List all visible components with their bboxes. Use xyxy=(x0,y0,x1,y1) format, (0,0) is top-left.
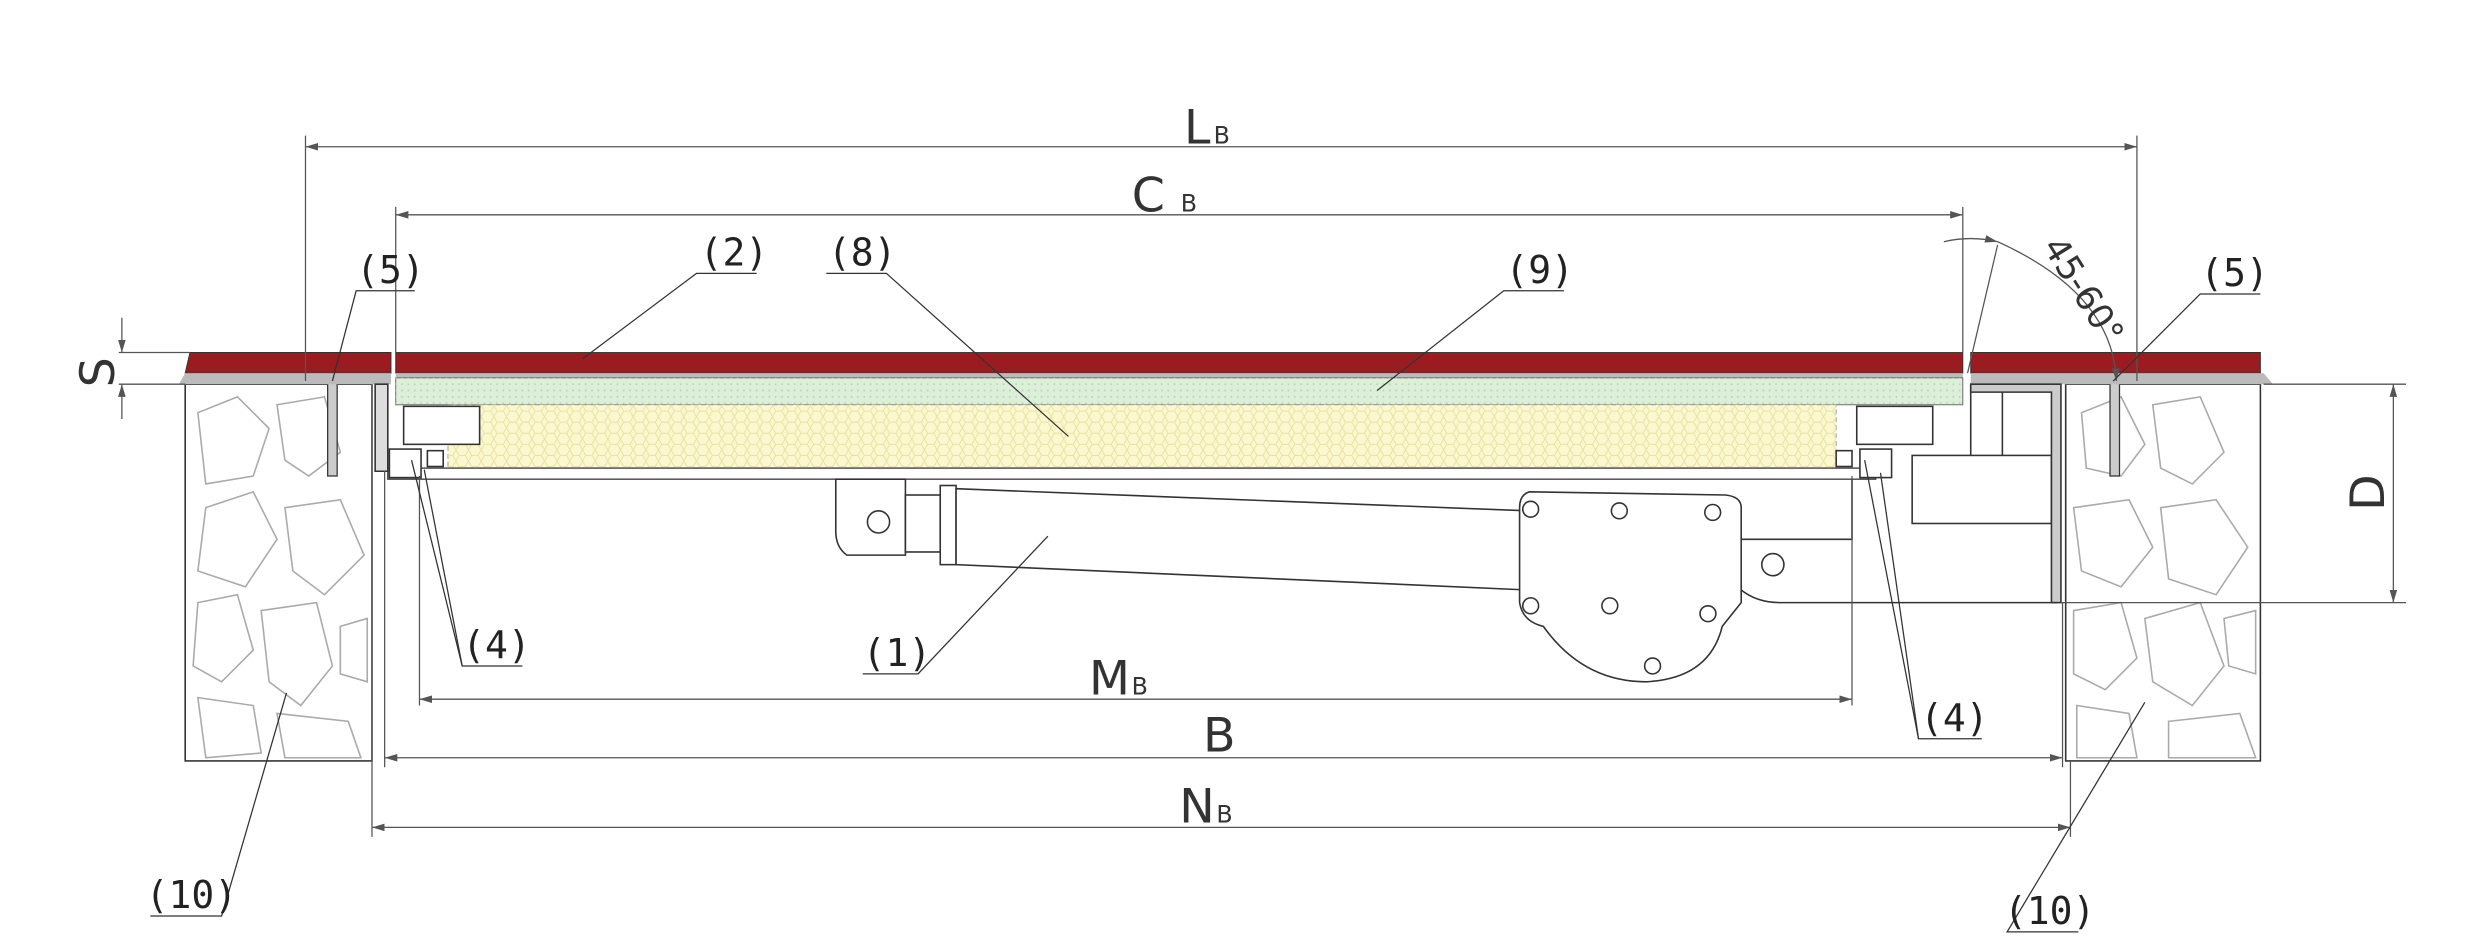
callout-seal-left: (4) xyxy=(462,623,531,667)
dim-label-d: D xyxy=(2341,474,2396,511)
lid-cover xyxy=(178,352,2274,385)
anchor-bolt-right xyxy=(2109,380,2121,477)
callout-top-layer: (9) xyxy=(1505,248,1574,292)
callout-anchor-left: (5) xyxy=(356,248,425,292)
callout-seal-right: (4) xyxy=(1920,696,1989,740)
callout-insulation: (8) xyxy=(828,230,897,274)
dim-label-b: B xyxy=(1203,708,1236,763)
frame-right xyxy=(1835,383,2062,604)
dim-label-s: S xyxy=(71,357,126,387)
frame-left xyxy=(374,383,481,479)
callout-lid-cover: (2) xyxy=(700,230,769,274)
callout-actuator: (1) xyxy=(863,631,932,675)
callouts xyxy=(150,272,2261,933)
callout-concrete-right: (10) xyxy=(2004,889,2095,933)
callout-concrete-left: (10) xyxy=(146,873,237,917)
concrete-left xyxy=(184,383,373,762)
anchor-bolt-left xyxy=(327,380,338,477)
dimension-lines xyxy=(118,135,2407,837)
bottom-plate xyxy=(387,467,1877,480)
gas-spring-actuator xyxy=(834,478,2058,683)
angle-label: 45-60° xyxy=(2034,230,2131,352)
callout-anchor-right: (5) xyxy=(2200,251,2269,295)
concrete-right xyxy=(2064,383,2262,762)
